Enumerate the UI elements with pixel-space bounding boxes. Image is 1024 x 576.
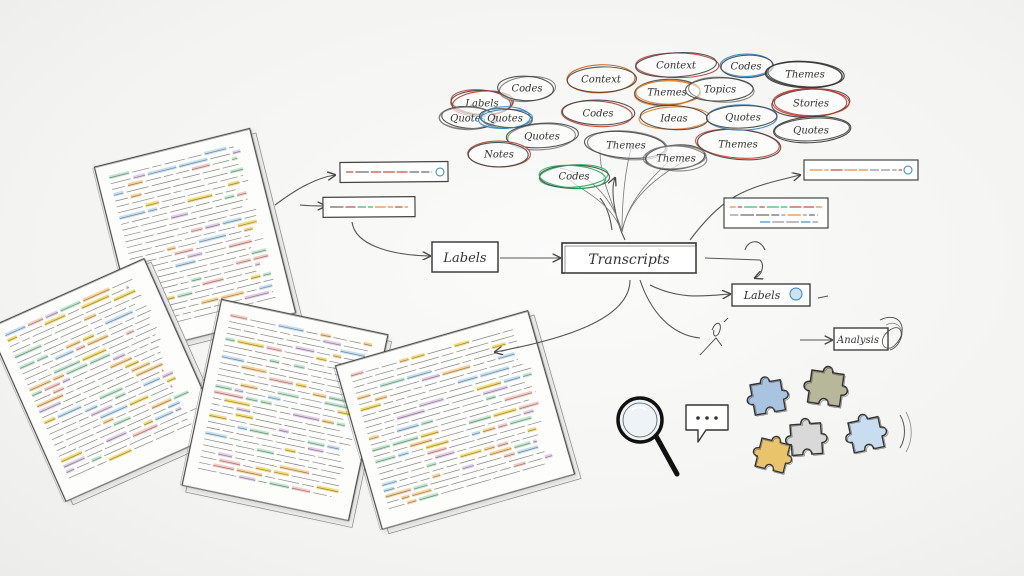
cluster-oval: Quotes xyxy=(773,116,852,144)
motion-mark xyxy=(899,414,905,449)
puzzle-piece-icon xyxy=(784,417,829,458)
cluster-label: Themes xyxy=(785,70,825,81)
cluster-oval: Context xyxy=(635,52,720,79)
transcripts-label: Transcripts xyxy=(588,252,669,268)
analysis-box: Analysis xyxy=(833,316,903,351)
cluster-oval: Codes xyxy=(497,75,556,103)
cluster-oval: Notes xyxy=(467,140,531,168)
sketch-scribbles xyxy=(699,317,729,356)
cluster-oval: Quotes xyxy=(705,104,778,131)
cluster-oval: Context xyxy=(566,64,638,94)
cluster-oval: Codes xyxy=(538,164,611,190)
cluster-oval: Themes xyxy=(642,144,708,172)
cluster-label: Themes xyxy=(718,140,758,151)
puzzle-piece-icon xyxy=(752,435,793,475)
box-top-left xyxy=(339,160,449,184)
cluster-oval: Themes xyxy=(764,60,845,89)
labels-text-left: Labels xyxy=(442,251,487,266)
cluster-label: Codes xyxy=(558,172,589,183)
labels-text-right: Labels xyxy=(743,289,781,302)
cluster-label: Themes xyxy=(647,88,687,99)
cluster-label: Topics xyxy=(704,85,736,96)
cluster-label: Quotes xyxy=(487,114,523,125)
box-right-mid xyxy=(723,197,829,229)
cluster-label: Notes xyxy=(483,150,514,161)
cluster-label: Quotes xyxy=(524,132,560,143)
puzzle-piece-icon xyxy=(845,413,889,455)
box-right-top xyxy=(803,159,919,181)
cluster-oval: Quotes xyxy=(505,122,579,151)
cluster-label: Codes xyxy=(730,62,761,73)
cluster-oval: Stories xyxy=(771,88,851,118)
puzzle-pieces xyxy=(746,365,912,475)
speech-bubble-icon xyxy=(685,404,729,443)
labels-box-right: Labels xyxy=(731,283,811,307)
puzzle-piece-icon xyxy=(746,376,790,417)
analysis-text: Analysis xyxy=(836,335,879,346)
cluster-label: Themes xyxy=(656,154,696,165)
cluster-oval: Codes xyxy=(719,53,774,79)
cluster-label: Labels xyxy=(464,99,498,110)
cluster-oval: Quotes xyxy=(478,106,534,129)
cluster-label: Quotes xyxy=(725,113,761,124)
cluster-label: Context xyxy=(656,61,697,72)
cluster-label: Themes xyxy=(606,141,646,152)
cluster-oval: Ideas xyxy=(638,104,711,131)
magnifier-icon xyxy=(616,396,680,477)
transcript-documents xyxy=(0,127,582,535)
motion-mark xyxy=(905,411,912,453)
cluster-oval: Themes xyxy=(695,128,782,161)
cluster-label: Quotes xyxy=(793,126,829,137)
document-middle xyxy=(179,298,392,528)
document-left xyxy=(0,257,229,506)
cluster-oval: Topics xyxy=(684,76,755,103)
cluster-label: Codes xyxy=(582,109,613,120)
labels-box-left: Labels xyxy=(431,241,499,273)
document-front-right xyxy=(333,309,582,535)
cluster-label: Stories xyxy=(793,99,829,110)
puzzle-piece-icon xyxy=(803,365,849,409)
cluster-label: Codes xyxy=(511,84,542,95)
box-mid-left xyxy=(322,195,416,219)
cluster-oval: Codes xyxy=(560,99,636,128)
connectors xyxy=(274,175,832,352)
cluster-label: Ideas xyxy=(659,114,687,125)
transcripts-node: Transcripts xyxy=(561,242,697,274)
cluster-label: Context xyxy=(581,75,622,86)
cluster-label: Quotes xyxy=(450,114,486,125)
